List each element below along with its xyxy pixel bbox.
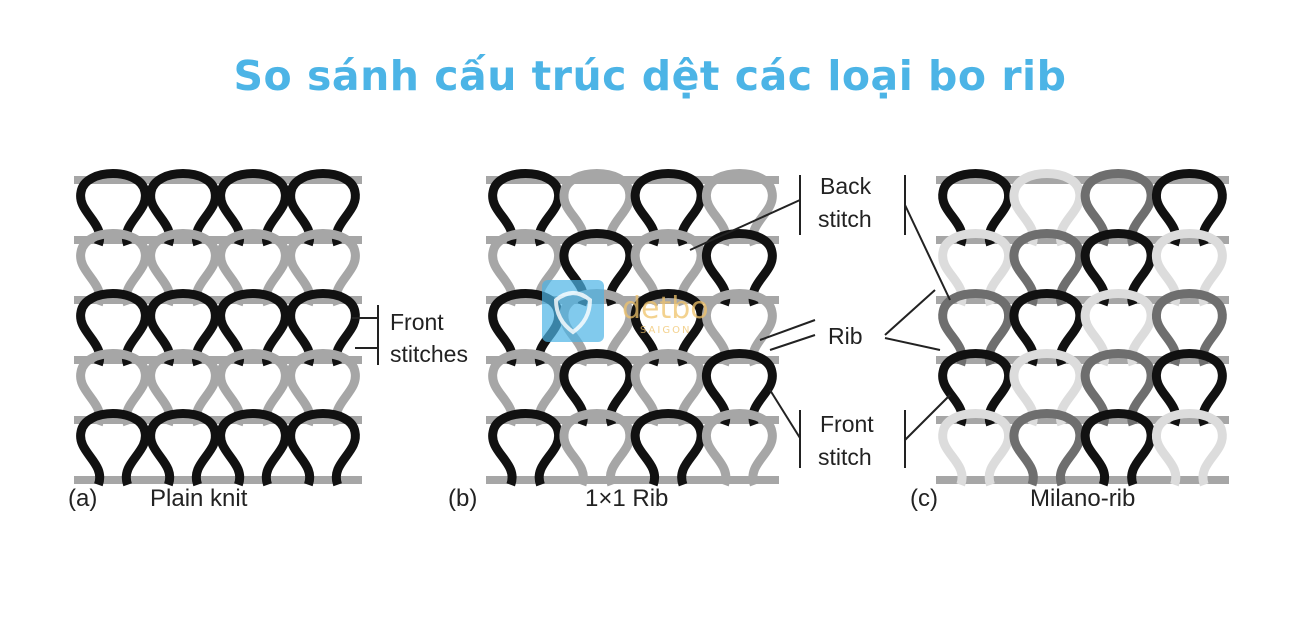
front-stitches-callout [352, 305, 379, 365]
knit-loop [630, 349, 706, 427]
knit-loop [702, 349, 777, 427]
knit-loop [146, 229, 220, 307]
knit-loop [938, 349, 1013, 427]
knit-loop [146, 409, 220, 487]
panel-milano-rib [936, 169, 1229, 487]
knit-loop [1009, 289, 1085, 367]
watermark-text: detbo [622, 291, 709, 326]
knit-loop [938, 409, 1013, 487]
knit-loop [1009, 229, 1085, 307]
panel-plain-knit [74, 169, 362, 487]
watermark-sub: SAIGON [640, 325, 691, 336]
panel-a-tag: (a) [68, 485, 97, 512]
knit-loop [702, 229, 777, 307]
knit-loop [559, 169, 635, 247]
knit-loop [630, 169, 706, 247]
knit-loop [1009, 349, 1085, 427]
knit-loop [488, 409, 563, 487]
knit-loop [702, 409, 777, 487]
knit-loop [702, 289, 777, 367]
knit-loop [286, 349, 360, 427]
knit-loop [216, 289, 290, 367]
knit-loop [146, 169, 220, 247]
knit-loop [216, 349, 290, 427]
knit-loop [146, 289, 220, 367]
page-title: So sánh cấu trúc dệt các loại bo rib [233, 52, 1067, 100]
knit-loop [286, 169, 360, 247]
panel-a-caption: Plain knit [150, 485, 248, 512]
knit-loop [1009, 409, 1085, 487]
label-back: Back [820, 173, 872, 199]
knit-loop [76, 349, 150, 427]
knit-loop [1152, 229, 1227, 307]
label-rib: Rib [828, 323, 863, 349]
label-front-stitch: stitch [818, 444, 872, 470]
knit-loop [1009, 169, 1085, 247]
knit-loop [76, 289, 150, 367]
rib-callouts [689, 175, 951, 468]
label-front-2: Front [820, 411, 874, 437]
knit-loop [216, 169, 290, 247]
knit-loop [146, 349, 220, 427]
knit-loop [76, 169, 150, 247]
knit-loop [286, 229, 360, 307]
knit-loop [1080, 409, 1156, 487]
knit-loop [1152, 289, 1227, 367]
knit-loop [1080, 349, 1156, 427]
knit-loop [559, 409, 635, 487]
panel-b-caption: 1×1 Rib [585, 485, 668, 512]
knit-loop [938, 229, 1013, 307]
watermark-logo: detbo SAIGON [542, 280, 709, 342]
panel-c-caption: Milano-rib [1030, 485, 1135, 512]
panel-c-tag: (c) [910, 485, 938, 512]
knit-loop [216, 409, 290, 487]
knit-loop [286, 409, 360, 487]
knit-loop [559, 349, 635, 427]
knit-loop [76, 409, 150, 487]
panel-1x1-rib [486, 169, 779, 487]
knit-loop [559, 229, 635, 307]
knit-loop [938, 169, 1013, 247]
knit-loop [1080, 289, 1156, 367]
knit-loop [630, 229, 706, 307]
knit-loop [1080, 169, 1156, 247]
knit-loop [76, 229, 150, 307]
knit-loop [1152, 349, 1227, 427]
panel-b-tag: (b) [448, 485, 477, 512]
label-back-stitch: stitch [818, 206, 872, 232]
knit-loop [488, 229, 563, 307]
knit-loop [216, 229, 290, 307]
knit-loop [488, 169, 563, 247]
knit-loop [630, 289, 706, 367]
knit-loop [1080, 229, 1156, 307]
knit-loop [1152, 169, 1227, 247]
knit-loop [488, 349, 563, 427]
label-front: Front [390, 309, 444, 335]
label-stitches: stitches [390, 341, 468, 367]
knit-loop [286, 289, 360, 367]
knit-loop [938, 289, 1013, 367]
knit-loop [1152, 409, 1227, 487]
knit-loop [630, 409, 706, 487]
